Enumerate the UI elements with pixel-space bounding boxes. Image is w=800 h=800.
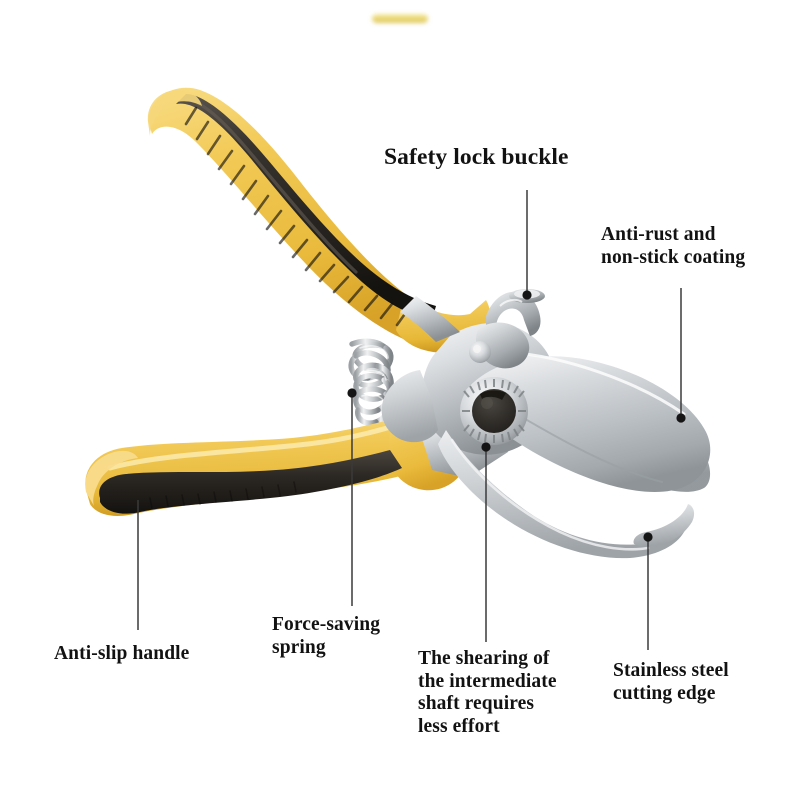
lower-handle-grip xyxy=(99,450,402,514)
lower-handle-highlight xyxy=(107,417,417,471)
pivot-slot xyxy=(480,390,506,400)
body-left-wing xyxy=(381,370,438,443)
upper-grip-highlight xyxy=(184,98,358,274)
callout-label-anti-rust-coating: Anti-rust and non-stick coating xyxy=(601,224,746,268)
latch-pivot-boss xyxy=(469,341,491,363)
leader-safety-lock-buckle xyxy=(522,190,532,300)
blade-main-mass xyxy=(466,356,711,493)
leader-stainless-steel-edge xyxy=(643,532,653,650)
force-saving-spring xyxy=(348,338,394,426)
upper-shank xyxy=(400,296,460,342)
lower-grip-texture xyxy=(149,481,297,509)
callout-label-intermediate-shaft: The shearing of the intermediate shaft r… xyxy=(418,648,557,737)
leader-anti-rust-coating xyxy=(676,288,686,423)
leader-force-saving-spring xyxy=(347,388,357,606)
anvil-highlight xyxy=(450,438,650,551)
upper-handle-butt xyxy=(147,90,202,136)
lower-handle-butt xyxy=(85,450,138,506)
safety-lock-buckle xyxy=(469,289,545,369)
leader-lines xyxy=(137,190,686,650)
upper-handle-grip xyxy=(176,94,436,320)
callout-label-stainless-steel-edge: Stainless steel cutting edge xyxy=(613,660,729,704)
pivot-bolt xyxy=(460,377,528,445)
top-yellow-bar xyxy=(372,14,428,23)
anvil-blade xyxy=(438,430,692,559)
blade-top-highlight xyxy=(504,350,686,416)
knurl-teeth xyxy=(462,379,526,443)
leader-intermediate-shaft xyxy=(481,442,491,642)
callout-label-force-saving-spring: Force-saving spring xyxy=(272,614,381,658)
callout-label-safety-lock-buckle: Safety lock buckle xyxy=(384,144,569,170)
callout-label-anti-slip-handle: Anti-slip handle xyxy=(54,643,190,664)
